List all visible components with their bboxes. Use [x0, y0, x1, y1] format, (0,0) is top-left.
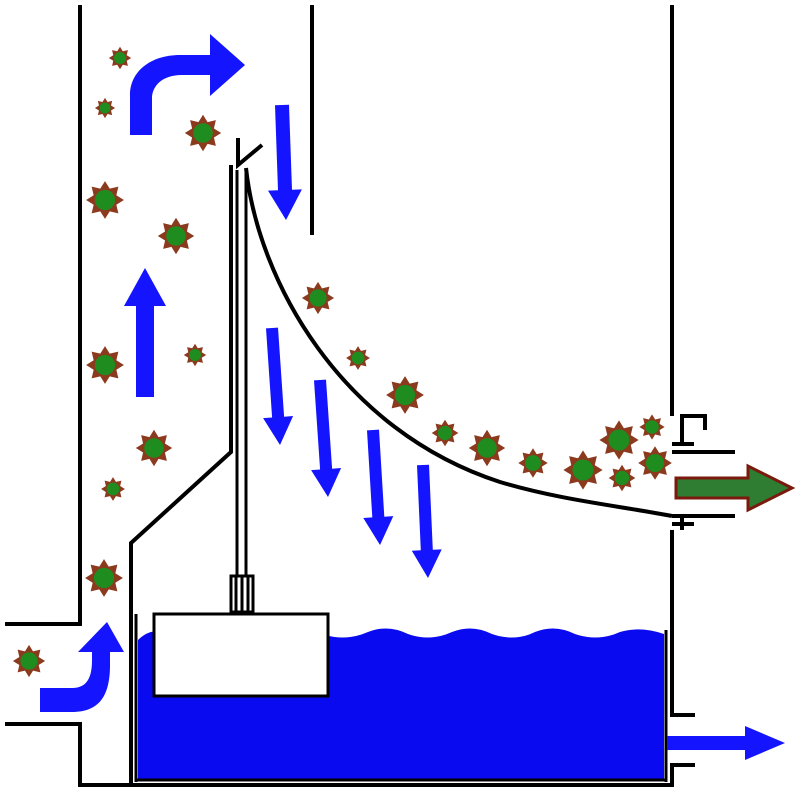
particle-icon: [518, 448, 548, 478]
skimmer-output-arrow-icon: [674, 463, 796, 513]
particle-icon: [12, 644, 46, 678]
flow-arrow-icon: [263, 327, 294, 445]
particle-icon: [608, 464, 636, 492]
particle-icon: [183, 343, 207, 367]
particle-icon: [346, 346, 370, 370]
flow-arrow-icon: [311, 379, 342, 497]
particle-icon: [468, 429, 506, 467]
particle-icon: [638, 446, 672, 480]
weir-lip: [236, 138, 264, 170]
particle-icon: [639, 414, 665, 440]
particle-icon: [108, 46, 132, 70]
particle-icon: [386, 376, 424, 414]
particle-icon: [184, 114, 222, 152]
float-box: [152, 612, 330, 698]
skimmate-valve: [672, 414, 735, 530]
particle-icon: [301, 281, 335, 315]
particle-icon: [431, 419, 459, 447]
particle-icon: [135, 429, 173, 467]
riser-right-wall: [129, 165, 233, 785]
particle-icon: [101, 477, 125, 501]
particle-icon: [86, 346, 124, 384]
chamber-walls: [5, 5, 695, 787]
particle-icon: [563, 450, 603, 490]
flow-arrow-icon: [268, 104, 302, 220]
flow-arrow-icon: [411, 464, 442, 578]
collection-cone: [244, 167, 673, 518]
flow-arrow-icon: [130, 34, 245, 135]
riser-left-wall: [5, 5, 82, 626]
float-rod: [229, 170, 255, 614]
chamber-right-wall-lower: [670, 530, 695, 717]
flow-arrow-icon: [40, 622, 124, 712]
flow-arrows: [40, 34, 785, 760]
particle-icon: [85, 559, 123, 597]
water-outlet-arrow-icon: [667, 726, 785, 760]
flow-arrow-icon: [124, 268, 166, 397]
particle-icon: [157, 217, 195, 255]
flow-arrow-icon: [363, 429, 394, 545]
particles: [12, 46, 672, 678]
inlet-lower-wall: [5, 722, 695, 787]
particle-icon: [94, 97, 116, 119]
particle-icon: [599, 420, 639, 460]
particle-icon: [86, 181, 124, 219]
